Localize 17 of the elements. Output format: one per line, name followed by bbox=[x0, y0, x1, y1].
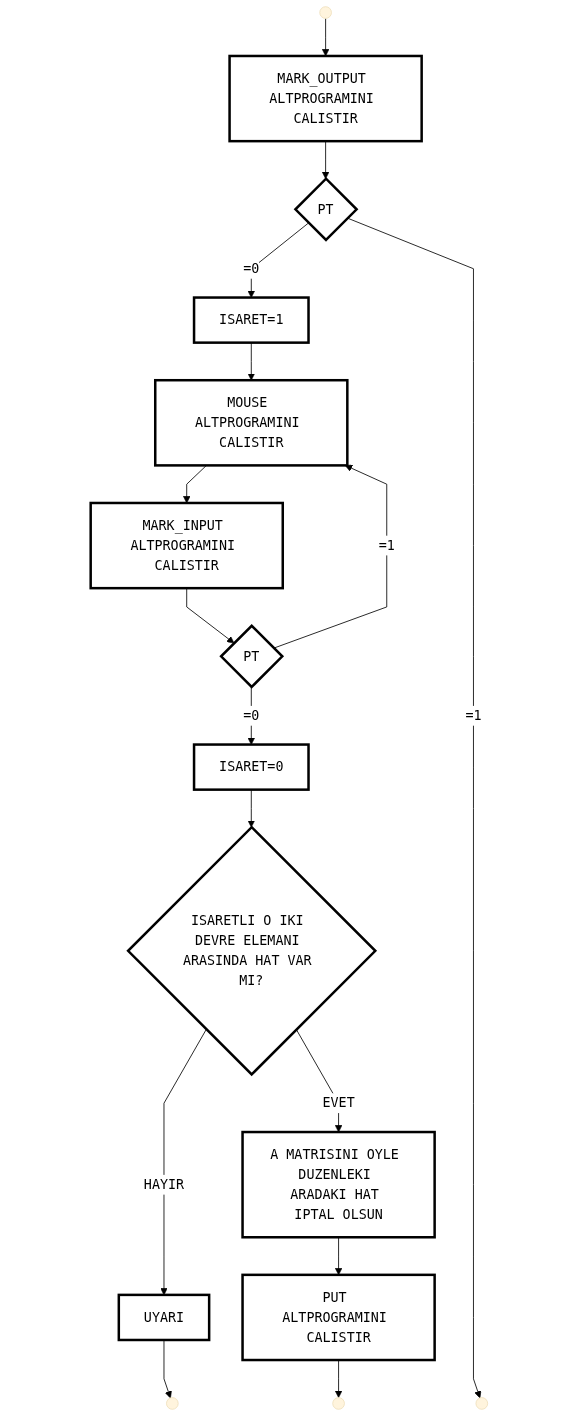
node-diamond: ISARETLI O IKI DEVRE ELEMANI ARASINDA HAT VAR MI? bbox=[125, 825, 377, 1077]
node-box: MARK_INPUT ALTPROGRAMINI CALISTIR bbox=[89, 501, 284, 590]
node-box: UYARI bbox=[117, 1293, 210, 1342]
node-diamond: PT bbox=[293, 176, 358, 242]
node-box: ISARET=0 bbox=[192, 743, 310, 791]
node-box: MOUSE ALTPROGRAMINI CALISTIR bbox=[153, 378, 349, 467]
edge-label: =0 bbox=[242, 707, 259, 724]
node-diamond: PT bbox=[218, 623, 284, 689]
node-box: PUT ALTPROGRAMINI CALISTIR bbox=[240, 1273, 436, 1362]
node-box: MARK_OUTPUT ALTPROGRAMINI CALISTIR bbox=[227, 54, 423, 143]
edge-label: HAYIR bbox=[143, 1176, 184, 1193]
node-box: ISARET=1 bbox=[192, 296, 310, 344]
edge-label: =1 bbox=[464, 707, 482, 724]
edge-label: EVET bbox=[322, 1094, 355, 1111]
node-box: A MATRISINI OYLE DUZENLEKI ARADAKI HAT IPTAL OLSUN bbox=[240, 1130, 436, 1239]
edge-label: =1 bbox=[378, 537, 395, 554]
edge-label: =0 bbox=[242, 260, 259, 277]
